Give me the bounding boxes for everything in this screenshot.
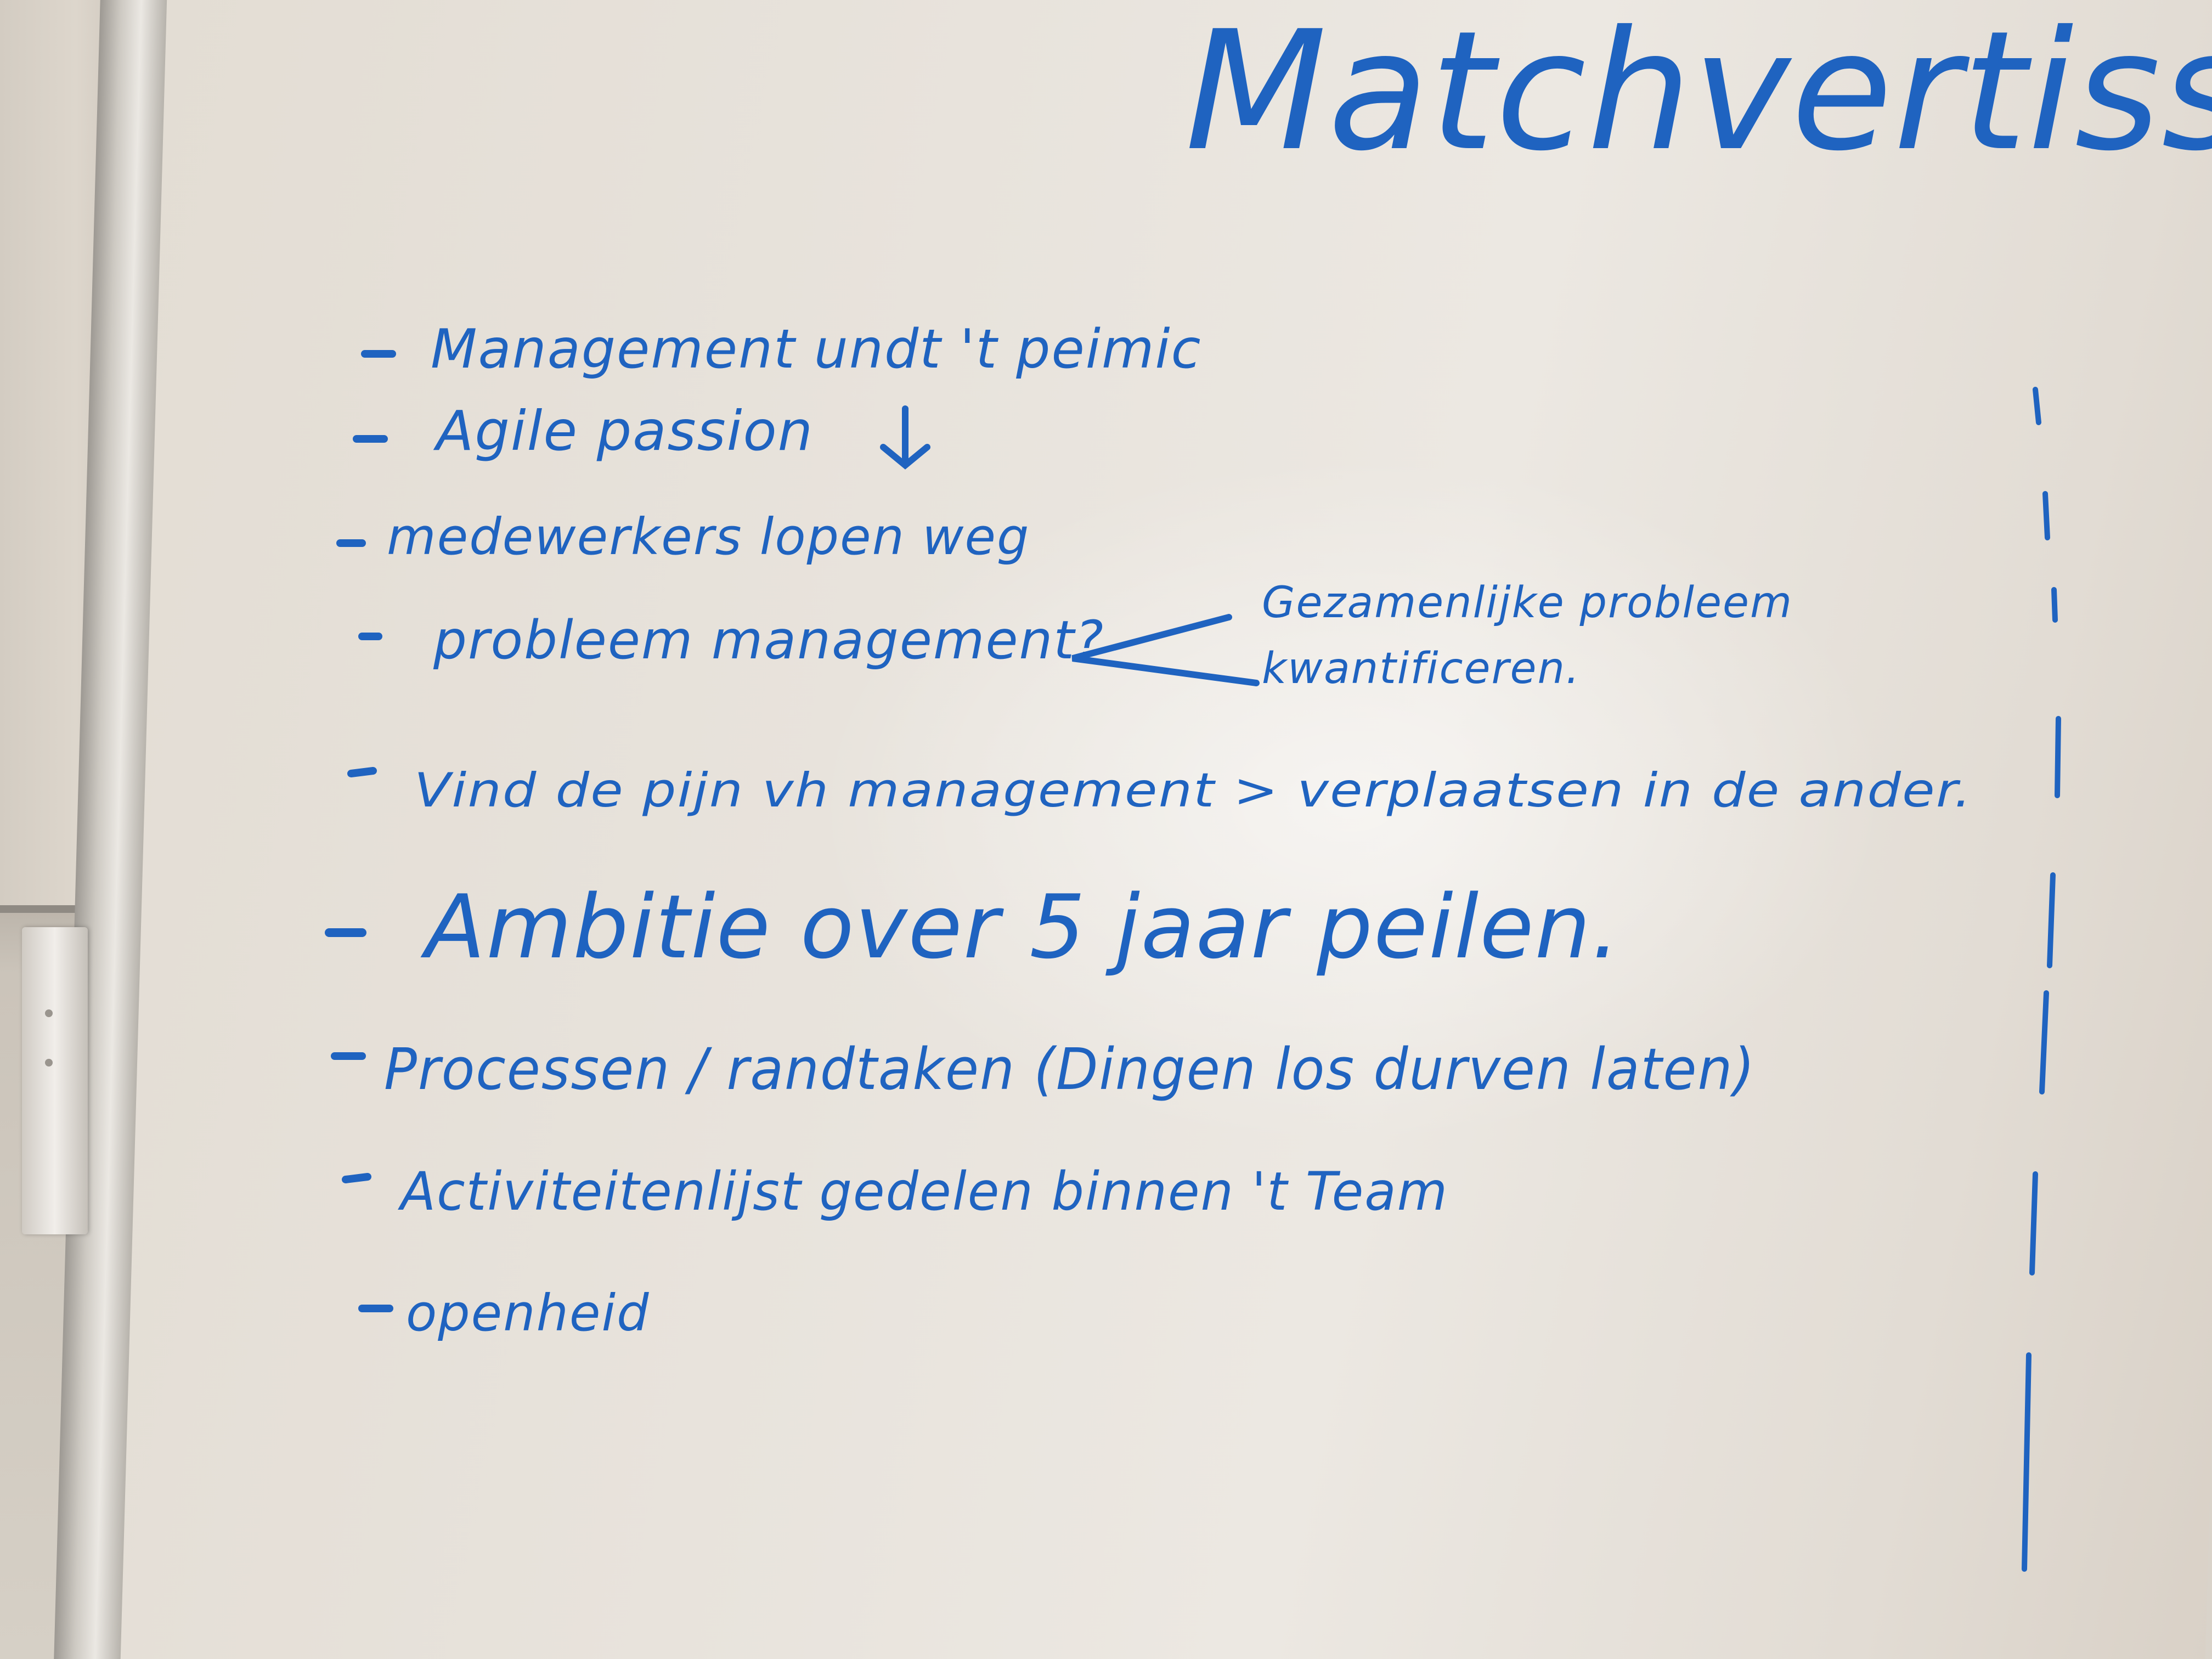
list-item: medewerkers lopen weg: [387, 507, 1030, 566]
side-note-line: kwantificeren.: [1262, 644, 1581, 693]
side-note-line: Gezamenlijke probleem: [1262, 578, 1793, 628]
dashed-divider: [2022, 387, 2061, 1572]
list-item: Agile passion: [433, 399, 814, 463]
list-item: Ambitie over 5 jaar peilen.: [420, 876, 1621, 978]
clip-screw: [45, 1059, 53, 1066]
connector-arrow-icon: [1071, 614, 1260, 686]
down-arrow-icon: [880, 405, 930, 470]
list-item: Processen / randtaken (Dingen los durven…: [384, 1036, 1756, 1103]
bullet-dash: [347, 767, 377, 777]
board-title: Matchvertiss: [1185, 0, 2212, 187]
list-item: probleem management?: [433, 610, 1104, 671]
board-clip: [22, 927, 88, 1234]
list-item: openheid: [406, 1284, 650, 1342]
clip-screw: [45, 1009, 53, 1017]
list-item: Activiteitenlijst gedelen binnen 't Team: [397, 1161, 1448, 1222]
list-item: Vind de pijn vh management > verplaatsen…: [414, 763, 1972, 818]
list-item: Management undt 't peimic: [431, 318, 1202, 381]
bullet-dash: [342, 1173, 371, 1183]
